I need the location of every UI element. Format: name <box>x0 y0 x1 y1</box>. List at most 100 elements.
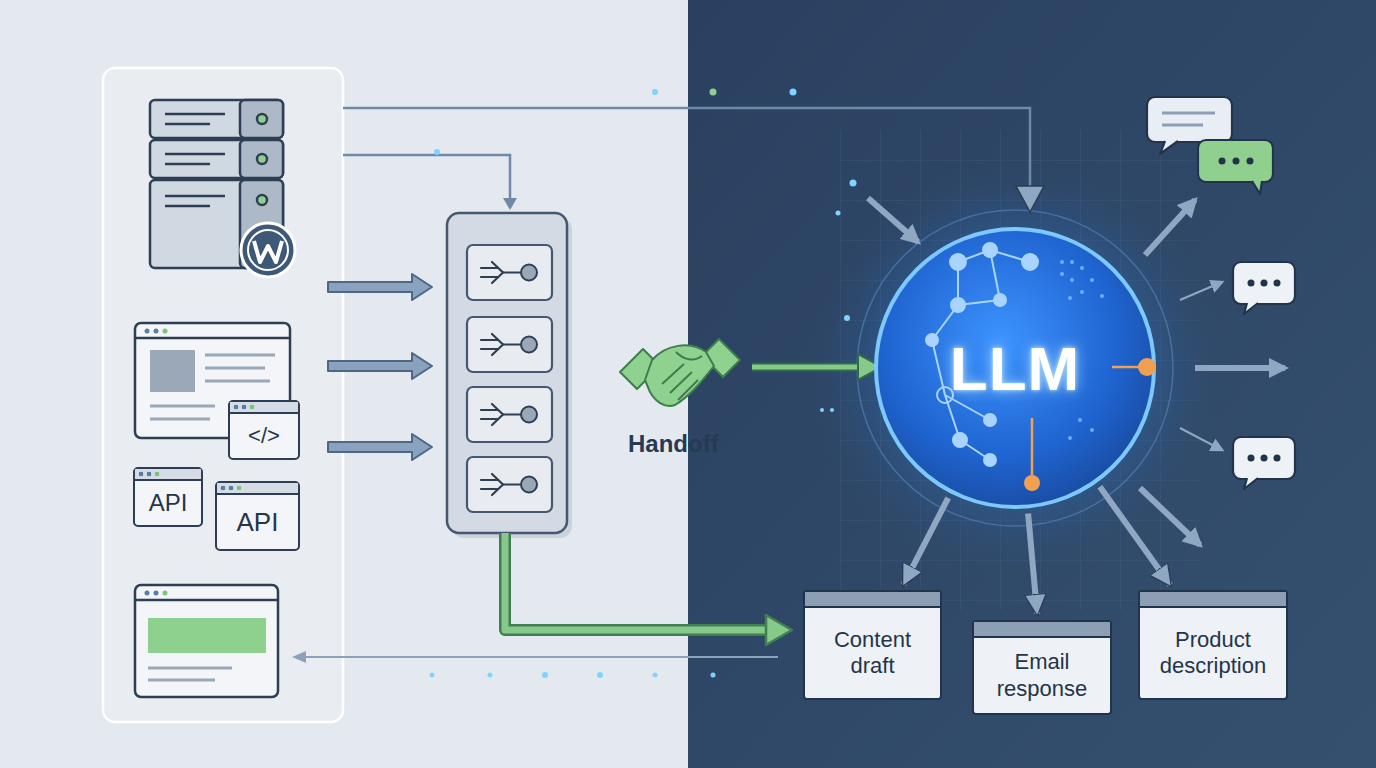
output-box: Email response <box>972 620 1112 715</box>
server-stack-icon <box>165 205 210 208</box>
browser-window-icon <box>205 354 275 357</box>
window-bar <box>230 402 298 414</box>
llm-output-arrows <box>1180 428 1222 450</box>
output-label: Content draft <box>817 627 928 680</box>
neural-network <box>994 294 1006 306</box>
output-label: Email response <box>986 649 1098 702</box>
handoff-arrow <box>752 365 862 370</box>
queue-stack <box>481 262 503 283</box>
server-stack-icon <box>150 100 283 138</box>
result-window-icon <box>135 599 278 602</box>
chat-bubbles <box>1252 181 1262 194</box>
browser-window-icon <box>163 329 168 334</box>
queue-stack <box>521 265 537 493</box>
signal-markers <box>1031 418 1034 475</box>
particles <box>836 211 841 216</box>
browser-window-icon <box>205 380 270 383</box>
data-dots <box>1090 428 1094 432</box>
data-dots <box>1090 278 1094 282</box>
feed-lines <box>343 108 1030 196</box>
chat-bubbles <box>1244 478 1258 489</box>
neural-network <box>958 250 990 262</box>
return-arrow <box>292 651 306 663</box>
particles <box>711 673 716 678</box>
chat-bubbles <box>1261 455 1268 462</box>
neural-network <box>950 254 966 270</box>
server-stack-icon <box>165 113 225 116</box>
handshake-icon <box>676 352 702 359</box>
chat-bubbles <box>1233 262 1295 304</box>
green-flow-arrow <box>505 533 770 630</box>
llm-label: LLM <box>950 333 1080 404</box>
chat-bubbles <box>1248 455 1255 462</box>
queue-stack <box>521 407 537 423</box>
server-stack-icon <box>257 114 267 124</box>
particles <box>850 180 857 187</box>
particles <box>652 89 658 95</box>
code-window: </> <box>228 400 300 460</box>
neural-network <box>1022 254 1038 270</box>
output-label: Product description <box>1152 627 1274 680</box>
chat-bubbles <box>1233 437 1295 479</box>
chat-bubbles <box>1274 455 1281 462</box>
signal-markers <box>1024 475 1040 491</box>
result-window-icon <box>148 667 232 670</box>
neural-network <box>932 340 945 395</box>
server-stack-icon <box>165 163 210 166</box>
queue-stack <box>503 273 520 485</box>
llm-output-arrows <box>1145 200 1195 255</box>
neural-network <box>983 243 997 257</box>
browser-window-icon <box>145 329 150 334</box>
chat-bubbles <box>1247 158 1254 165</box>
particles <box>820 408 824 412</box>
feed-lines <box>343 108 1044 212</box>
queue-stack <box>521 265 537 281</box>
neural-network <box>932 305 958 340</box>
browser-window-icon <box>135 337 290 340</box>
server-stack-icon <box>257 154 267 164</box>
flow-arrow <box>904 498 949 585</box>
signal-markers <box>1112 366 1140 369</box>
particles <box>430 673 435 678</box>
server-stack-icon <box>240 100 283 138</box>
chat-bubbles <box>1162 124 1203 127</box>
chat-bubbles <box>1261 280 1268 287</box>
api-label: API <box>237 507 279 538</box>
data-dots <box>1070 260 1074 264</box>
result-window-icon <box>148 618 266 653</box>
data-dots <box>1068 436 1072 440</box>
llm-circle <box>876 229 1154 507</box>
data-dots <box>1070 278 1074 282</box>
api-box: API <box>133 467 203 527</box>
wordpress-logo <box>254 241 282 262</box>
output-box: Product description <box>1138 590 1288 700</box>
server-stack-icon <box>257 195 267 205</box>
chat-bubbles <box>1219 158 1226 165</box>
input-arrows <box>328 434 432 460</box>
code-symbol: </> <box>248 423 280 449</box>
neural-network <box>984 454 996 466</box>
green-flow-arrow <box>766 615 792 645</box>
llm-output-arrows <box>1140 200 1285 545</box>
server-stack-icon <box>240 140 283 178</box>
neural-network <box>984 414 996 426</box>
panel-background <box>857 210 1173 526</box>
result-window-icon <box>163 591 168 596</box>
source-container <box>103 68 343 722</box>
particles <box>597 672 603 678</box>
green-flow-arrow <box>505 533 770 630</box>
signal-markers <box>1024 358 1156 491</box>
particles <box>653 673 658 678</box>
llm-core: LLM <box>873 226 1157 510</box>
output-box: Content draft <box>803 590 942 700</box>
llm-input-arrow <box>868 198 918 242</box>
queue-stack <box>481 404 503 425</box>
browser-window-icon <box>205 367 265 370</box>
panel-background <box>688 0 1376 768</box>
llm-output-arrows <box>1195 365 1285 371</box>
data-dots <box>1060 272 1064 276</box>
data-dots <box>1078 418 1082 422</box>
feed-lines <box>1016 186 1044 212</box>
